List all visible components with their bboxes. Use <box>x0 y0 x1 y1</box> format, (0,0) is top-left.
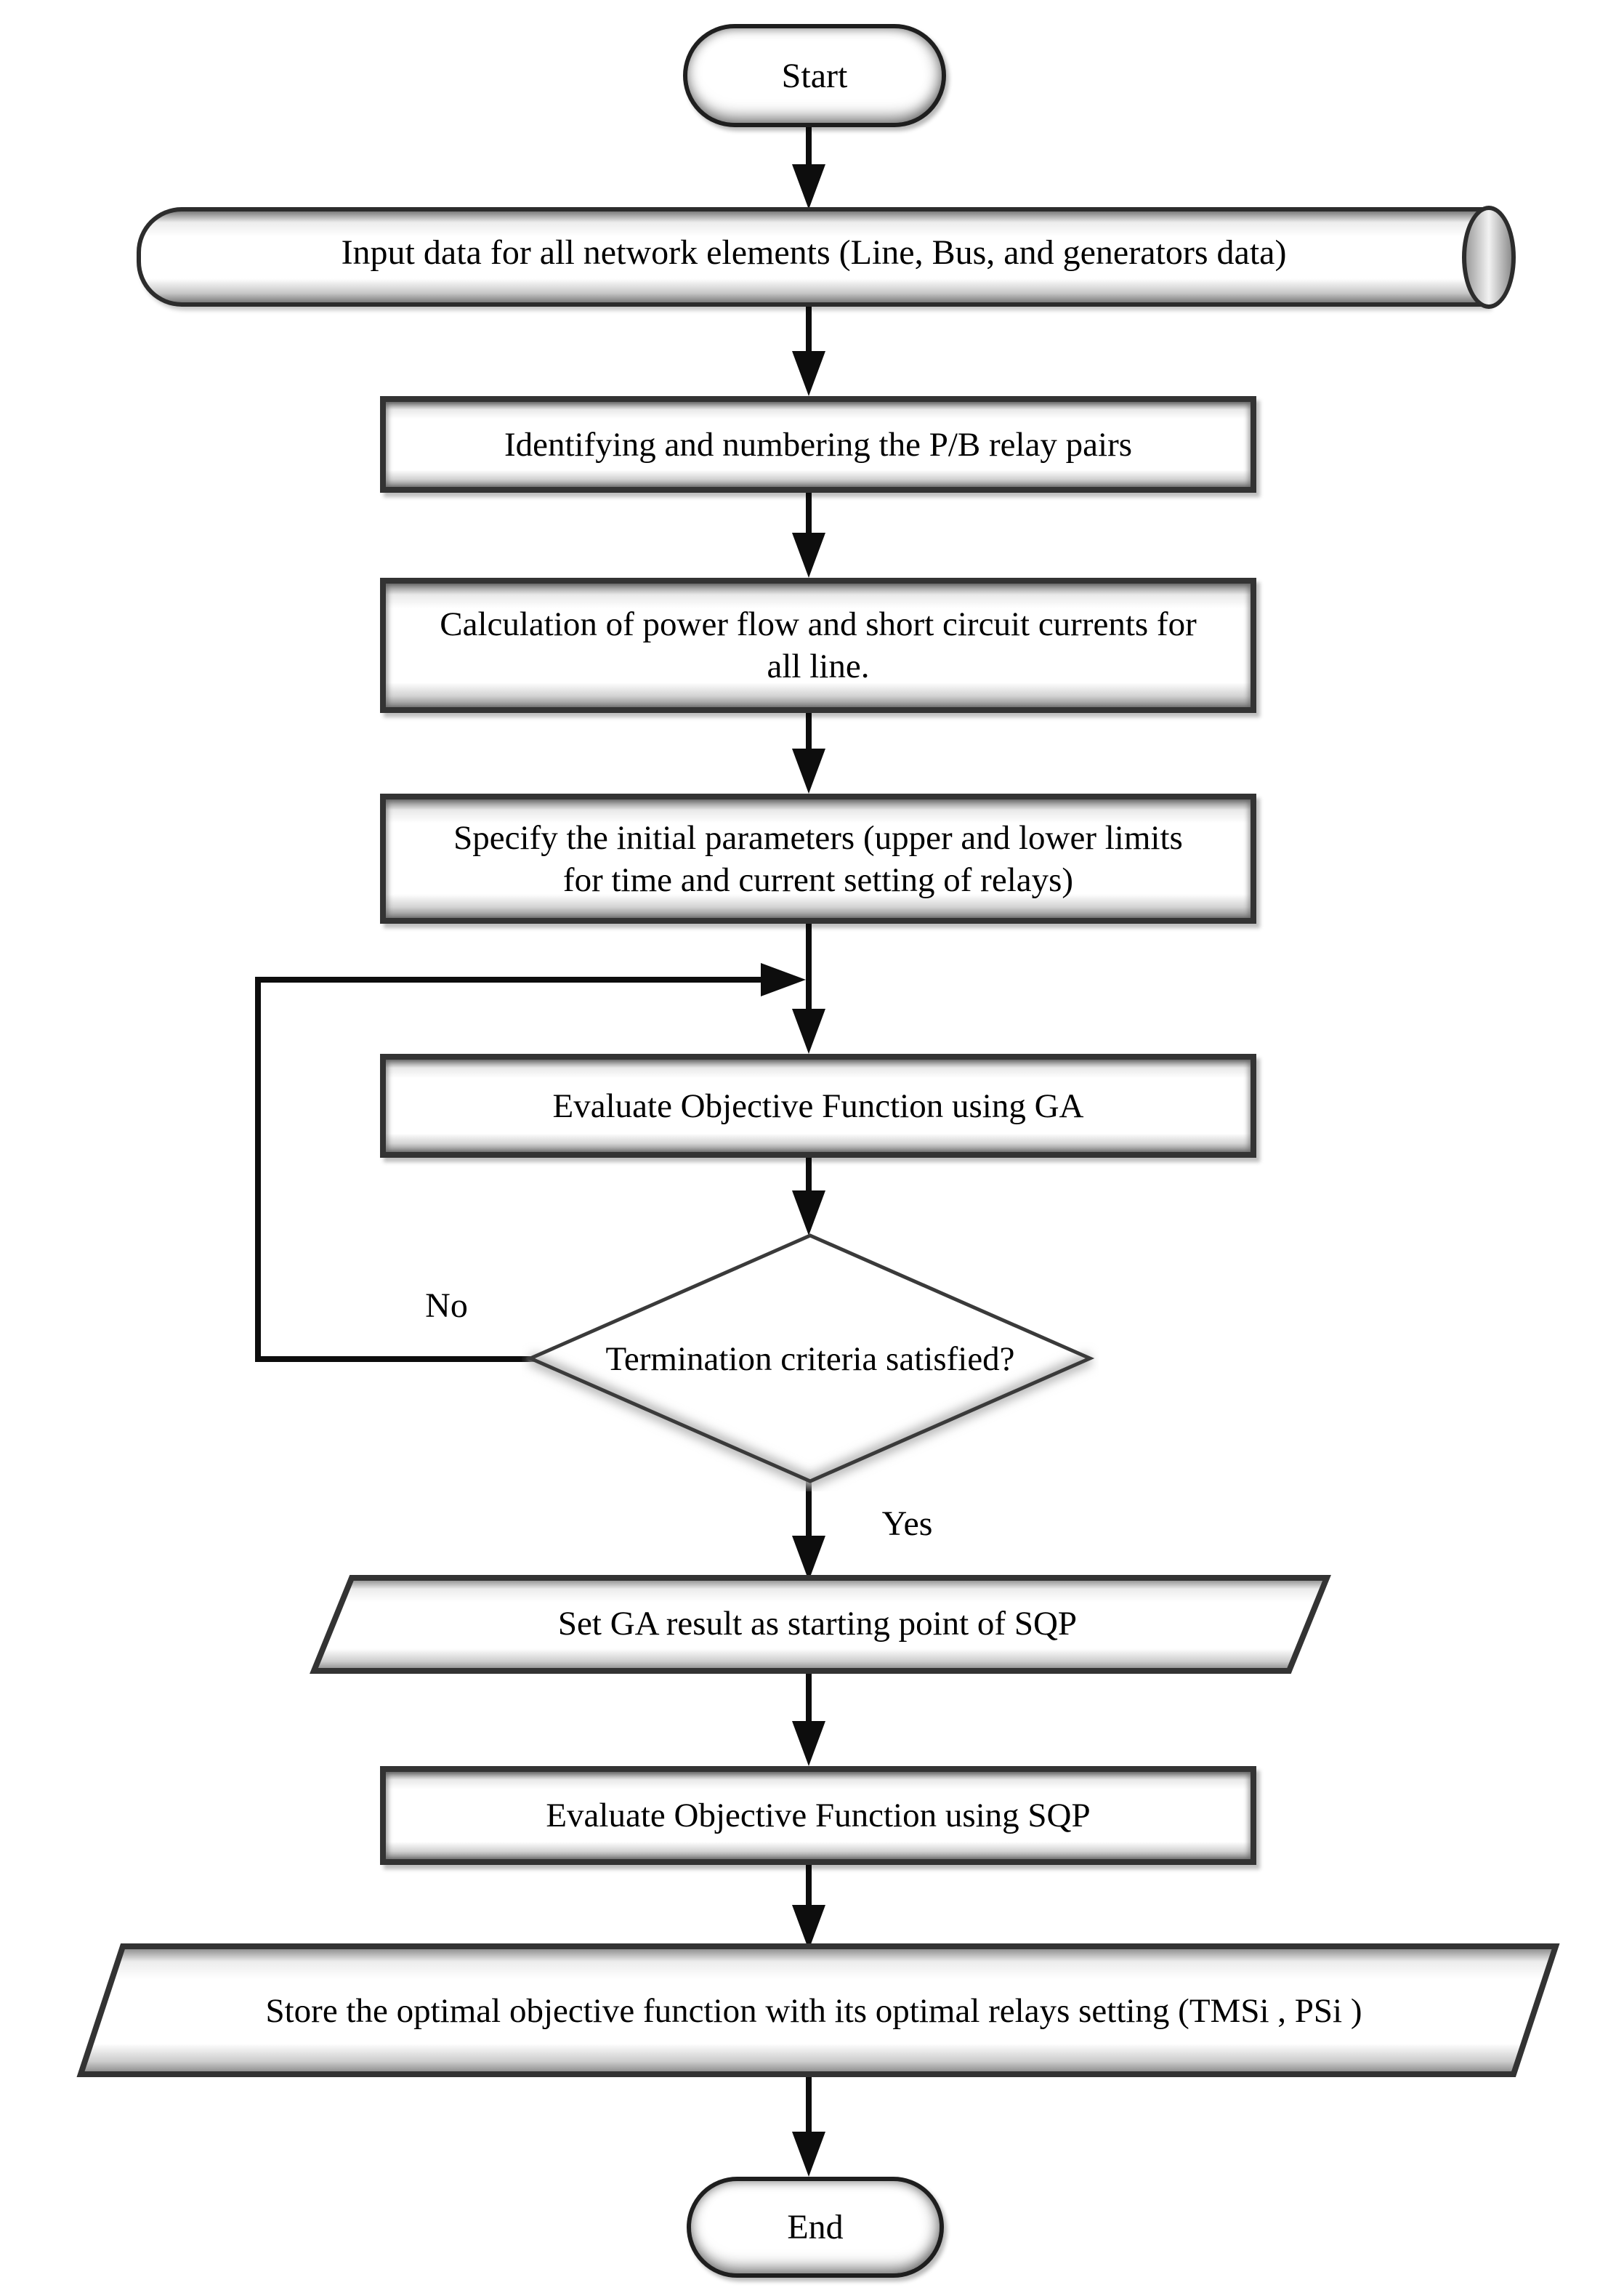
node-input-data-label: Input data for all network elements (Lin… <box>341 233 1287 272</box>
connector-decision-to-setga <box>806 1481 812 1544</box>
node-calc-flow: Calculation of power flow and short circ… <box>380 578 1256 713</box>
node-identify-pairs-label: Identifying and numbering the P/B relay … <box>504 425 1133 464</box>
node-input-data <box>137 207 1489 307</box>
loop-bottom-line <box>255 1356 537 1362</box>
node-store-optimal <box>76 1943 1560 2077</box>
node-end-label: End <box>787 2208 844 2246</box>
arrowhead-to-decision <box>792 1190 825 1236</box>
arrowhead-to-ga <box>792 1009 825 1054</box>
node-end: End <box>687 2177 944 2278</box>
cylinder-end-cap <box>1462 206 1516 309</box>
connector-input-to-identify <box>806 298 812 360</box>
arrowhead-to-input <box>792 164 825 209</box>
connector-specify-to-ga <box>806 912 812 1017</box>
arrowhead-to-specify <box>792 749 825 794</box>
loop-top-line <box>258 977 761 983</box>
connector-calc-to-specify <box>806 701 812 757</box>
node-set-ga-result-label: Set GA result as starting point of SQP <box>557 1605 1078 1643</box>
node-start: Start <box>683 24 946 127</box>
edge-label-no: No <box>425 1286 468 1325</box>
node-specify-params-label: Specify the initial parameters (upper an… <box>453 818 1183 899</box>
node-evaluate-ga: Evaluate Objective Function using GA <box>380 1054 1256 1158</box>
arrowhead-to-calc <box>792 533 825 578</box>
loop-left-line <box>255 977 261 1362</box>
node-start-label: Start <box>781 56 848 95</box>
arrowhead-to-sqp <box>792 1721 825 1766</box>
node-calc-flow-label: Calculation of power flow and short circ… <box>440 605 1197 685</box>
connector-store-to-end <box>806 2073 812 2140</box>
arrowhead-to-end <box>792 2132 825 2177</box>
connector-ga-to-decision <box>806 1146 812 1199</box>
loop-arrowhead <box>761 963 806 996</box>
connector-setga-to-sqp <box>806 1668 812 1730</box>
node-set-ga-result <box>310 1575 1331 1674</box>
node-specify-params: Specify the initial parameters (upper an… <box>380 794 1256 924</box>
arrowhead-to-setga <box>792 1536 825 1581</box>
arrowhead-to-store <box>792 1905 825 1950</box>
edge-label-yes: Yes <box>881 1504 933 1543</box>
arrowhead-to-identify <box>792 351 825 396</box>
node-evaluate-ga-label: Evaluate Objective Function using GA <box>552 1087 1084 1125</box>
node-termination-label: Termination criteria satisfied? <box>605 1340 1015 1378</box>
node-evaluate-sqp-label: Evaluate Objective Function using SQP <box>546 1797 1091 1834</box>
connector-start-to-input <box>806 118 812 173</box>
connector-identify-to-calc <box>806 481 812 541</box>
connector-sqp-to-store <box>806 1853 812 1914</box>
node-termination-decision <box>525 1233 1095 1488</box>
node-store-optimal-label: Store the optimal objective function wit… <box>265 1992 1362 2030</box>
node-identify-pairs: Identifying and numbering the P/B relay … <box>380 396 1256 493</box>
node-evaluate-sqp: Evaluate Objective Function using SQP <box>380 1766 1256 1865</box>
